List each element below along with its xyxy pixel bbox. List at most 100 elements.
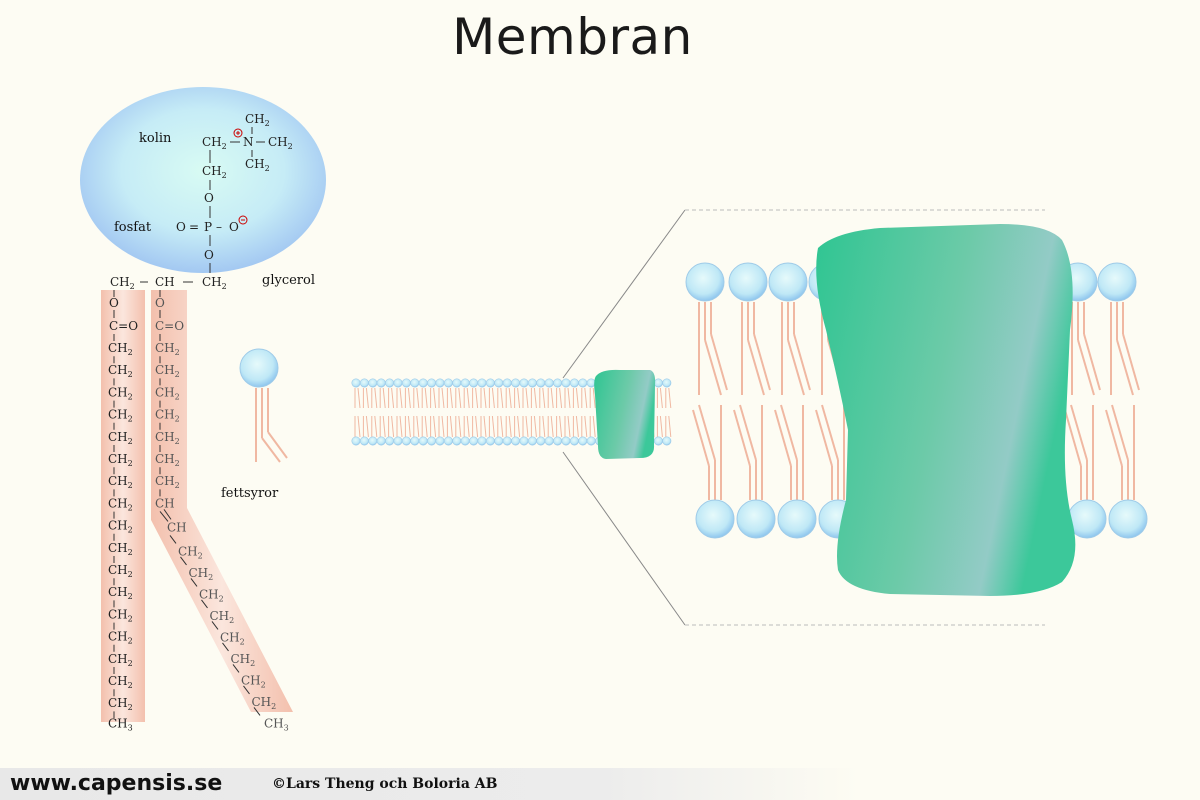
svg-text:CH2: CH2 bbox=[108, 541, 133, 557]
lipid-head bbox=[736, 499, 776, 539]
lipid-head bbox=[777, 499, 817, 539]
svg-text:CH2: CH2 bbox=[108, 696, 133, 712]
svg-text:CH2: CH2 bbox=[108, 474, 133, 490]
lipid-head bbox=[469, 378, 479, 388]
lipid-head bbox=[368, 378, 378, 388]
svg-text:P: P bbox=[204, 220, 212, 234]
lipid-head bbox=[1097, 262, 1137, 302]
svg-text:CH2: CH2 bbox=[202, 275, 227, 291]
lipid-head bbox=[418, 378, 428, 388]
svg-text:CH2: CH2 bbox=[178, 544, 203, 560]
lipid-head bbox=[418, 436, 428, 446]
svg-text:CH2: CH2 bbox=[199, 587, 224, 603]
svg-text:CH2: CH2 bbox=[108, 452, 133, 468]
lipid-head bbox=[502, 436, 512, 446]
svg-text:CH3: CH3 bbox=[264, 716, 289, 732]
lipid-head bbox=[586, 436, 596, 446]
lipid-head bbox=[401, 378, 411, 388]
lipid-head bbox=[359, 378, 369, 388]
lipid-head bbox=[653, 436, 663, 446]
svg-text:CH2: CH2 bbox=[155, 452, 180, 468]
lipid-head bbox=[695, 499, 735, 539]
lipid-head bbox=[469, 436, 479, 446]
lipid-head bbox=[452, 378, 462, 388]
svg-text:=: = bbox=[189, 220, 199, 234]
lipid-head bbox=[494, 436, 504, 446]
lipid-head bbox=[376, 436, 386, 446]
lipid-head bbox=[410, 436, 420, 446]
svg-text:CH2: CH2 bbox=[210, 609, 235, 625]
lipid-head bbox=[385, 378, 395, 388]
svg-text:CH2: CH2 bbox=[108, 385, 133, 401]
lipid-head bbox=[359, 436, 369, 446]
lipid-head bbox=[485, 378, 495, 388]
svg-text:CH2: CH2 bbox=[231, 652, 256, 668]
fatty-acid-chain-straight bbox=[101, 290, 145, 722]
svg-text:CH2: CH2 bbox=[155, 341, 180, 357]
footer-bar: www.capensis.se ©Lars Theng och Boloria … bbox=[0, 768, 860, 800]
lipid-head bbox=[544, 436, 554, 446]
svg-text:CH2: CH2 bbox=[108, 519, 133, 535]
copyright-notice: ©Lars Theng och Boloria AB bbox=[272, 776, 498, 792]
svg-text:CH2: CH2 bbox=[108, 563, 133, 579]
fosfat-label: fosfat bbox=[114, 220, 152, 235]
svg-text:CH2: CH2 bbox=[110, 275, 135, 291]
lipid-head bbox=[368, 436, 378, 446]
lipid-head bbox=[477, 378, 487, 388]
lipid-head bbox=[435, 436, 445, 446]
svg-text:CH2: CH2 bbox=[155, 363, 180, 379]
lipid-head bbox=[351, 378, 361, 388]
lipid-head bbox=[553, 378, 563, 388]
svg-text:C=O: C=O bbox=[109, 319, 138, 333]
lipid-head bbox=[527, 436, 537, 446]
svg-text:CH: CH bbox=[155, 275, 175, 289]
phosphate-group: O = P – O O bbox=[176, 215, 248, 273]
svg-text:CH2: CH2 bbox=[245, 112, 270, 128]
glycerol-label: glycerol bbox=[262, 273, 315, 288]
lipid-head bbox=[519, 378, 529, 388]
lipid-head bbox=[376, 378, 386, 388]
nitrogen-atom: N bbox=[243, 135, 254, 149]
lipid-head bbox=[494, 378, 504, 388]
lipid-head bbox=[685, 262, 725, 302]
site-url[interactable]: www.capensis.se bbox=[10, 771, 223, 796]
lipid-head bbox=[511, 436, 521, 446]
svg-text:–: – bbox=[216, 220, 222, 234]
lipid-head bbox=[460, 436, 470, 446]
chain-1-formula: O C=O CH2CH2CH2CH2CH2CH2CH2CH2CH2CH2CH2C… bbox=[108, 290, 138, 732]
lipid-head bbox=[586, 378, 596, 388]
lipid-head bbox=[569, 378, 579, 388]
lipid-head bbox=[662, 436, 672, 446]
lipid-head bbox=[519, 436, 529, 446]
lipid-head bbox=[536, 378, 546, 388]
lipid-head bbox=[401, 436, 411, 446]
lipid-head bbox=[452, 436, 462, 446]
fatty-acid-chain-kinked bbox=[151, 290, 293, 712]
svg-text:CH2: CH2 bbox=[108, 630, 133, 646]
lipid-head bbox=[485, 436, 495, 446]
fatty-acid-icon bbox=[239, 348, 288, 463]
lipid-head bbox=[502, 378, 512, 388]
lipid-head bbox=[527, 378, 537, 388]
lipid-head bbox=[653, 378, 663, 388]
svg-text:CH2: CH2 bbox=[220, 630, 245, 646]
lipid-head bbox=[561, 378, 571, 388]
positive-charge-icon bbox=[233, 128, 243, 138]
lipid-head bbox=[578, 378, 588, 388]
svg-text:O: O bbox=[229, 220, 239, 234]
lipid-head bbox=[578, 436, 588, 446]
lipid-head bbox=[477, 436, 487, 446]
svg-text:CH2: CH2 bbox=[108, 430, 133, 446]
diagram-title: Membran bbox=[452, 8, 693, 66]
svg-text:CH2: CH2 bbox=[268, 135, 293, 151]
negative-charge-icon bbox=[238, 215, 248, 225]
svg-text:CH2: CH2 bbox=[155, 385, 180, 401]
svg-text:CH2: CH2 bbox=[108, 408, 133, 424]
svg-text:CH3: CH3 bbox=[108, 716, 133, 732]
svg-text:CH2: CH2 bbox=[108, 652, 133, 668]
svg-text:O: O bbox=[204, 191, 214, 205]
lipid-head bbox=[351, 436, 361, 446]
lipid-head bbox=[435, 378, 445, 388]
svg-text:CH2: CH2 bbox=[108, 607, 133, 623]
lipid-head bbox=[393, 436, 403, 446]
